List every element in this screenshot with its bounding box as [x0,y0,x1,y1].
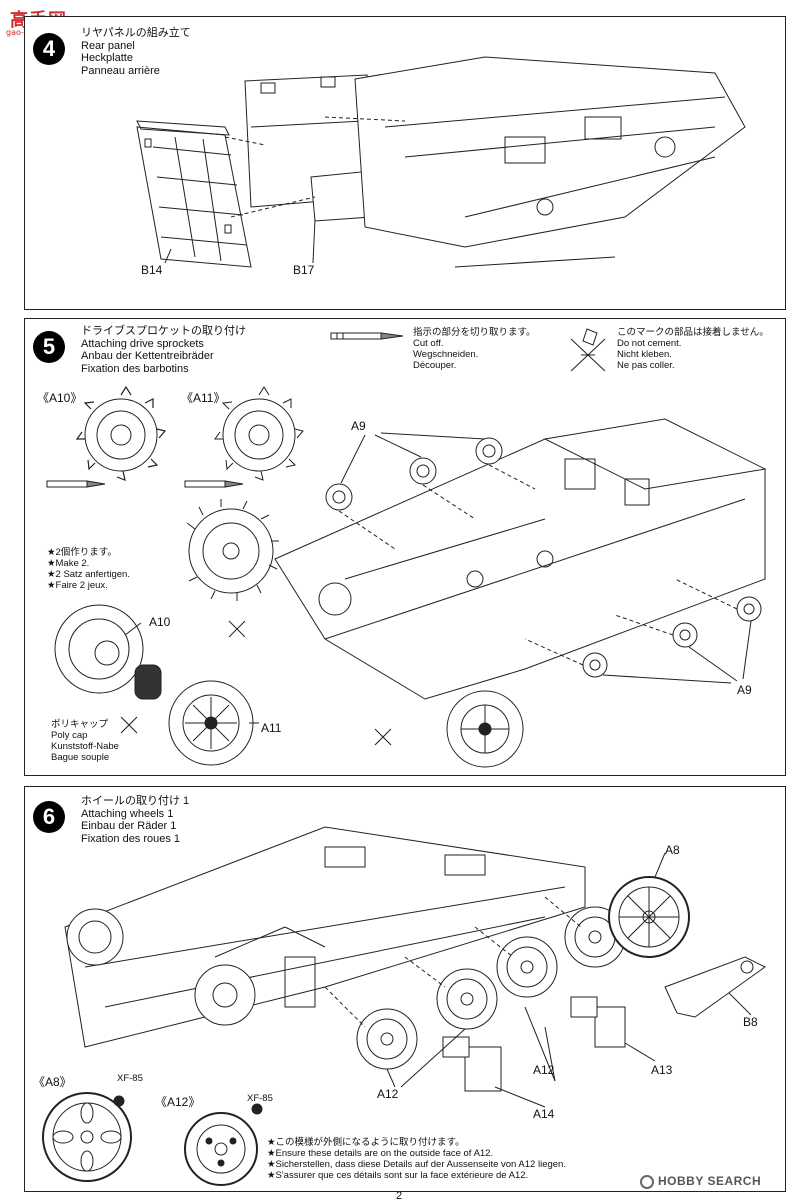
step-title: ホイールの取り付け 1 Attaching wheels 1 Einbau de… [81,795,189,845]
note-en: ★Make 2. [47,558,90,569]
note-en: Cut off. [413,338,444,349]
sprocket-a11-drawing [168,680,254,766]
title-ja: ドライブスプロケットの取り付け [81,325,246,337]
part-label: A14 [533,1107,555,1121]
rear-panel-diagram [136,56,746,268]
road-wheel-a12-drawing [356,906,626,1070]
page-number: 2 [396,1190,403,1202]
title-de: Einbau der Räder 1 [81,820,177,832]
part-b8-drawing [664,956,766,1018]
note-fr: ★S'assurer que ces détails sont sur la f… [267,1170,529,1181]
note-fr: Bague souple [51,752,110,763]
step-number: 6 [33,801,65,833]
variant-a10-label: 《A10》 [37,391,83,405]
title-en: Rear panel [81,39,135,52]
cut-off-note: 指示の部分を切り取ります。 Cut off. Wegschneiden. Déc… [413,327,536,371]
suspension-a14-drawing [442,1036,502,1092]
part-label: A10 [149,615,171,629]
idler-wheel-a8-drawing [608,876,690,958]
note-en: Do not cement. [617,338,682,349]
note-ja: ポリキャップ [51,719,109,730]
no-cement-icon [570,328,606,372]
part-label: A13 [651,1063,673,1077]
title-fr: Fixation des roues 1 [81,832,181,845]
note-fr: Découper. [413,360,457,371]
step-number: 5 [33,331,65,363]
step-title: リヤパネルの組み立て Rear panel Heckplatte Panneau… [81,27,191,77]
part-b17-drawing [244,74,372,222]
variant-a12-label: 《A12》 [155,1095,201,1109]
step-6-panel: 6 ホイールの取り付け 1 Attaching wheels 1 Einbau … [24,786,786,1192]
knife-icon [330,332,404,340]
note-en: Poly cap [51,730,88,741]
sprocket-mounted-drawing [446,690,524,768]
title-fr: Panneau arrière [81,64,160,77]
title-ja: ホイールの取り付け 1 [81,795,190,807]
step-4-panel: 4 リヤパネルの組み立て Rear panel Heckplatte Panne… [24,16,786,310]
part-label: A12 [533,1063,555,1077]
variant-a11-label: 《A11》 [181,391,226,405]
paint-code: XF-85 [117,1073,143,1084]
part-label: B17 [293,263,315,277]
step-number: 4 [33,33,65,65]
detail-note: ★この模様が外側になるように取り付けます。 ★Ensure these deta… [267,1137,566,1181]
note-ja: ★この模様が外側になるように取り付けます。 [267,1137,465,1148]
title-ja: リヤパネルの組み立て [81,27,191,39]
sprocket-assembly-upper [186,499,279,601]
paint-code: XF-85 [247,1093,273,1104]
note-fr: ★Faire 2 jeux. [47,580,108,591]
sprocket-a10-drawing [54,604,144,694]
part-label: B8 [743,1015,758,1029]
note-ja: 指示の部分を切り取ります。 [413,327,536,338]
part-label: A11 [261,721,282,735]
step-5-panel: 5 ドライブスプロケットの取り付け Attaching drive sprock… [24,318,786,776]
suspension-a13-drawing [570,996,626,1048]
part-label: A8 [665,843,680,857]
note-de: Wegschneiden. [413,349,479,360]
part-b14-drawing [136,120,252,268]
no-cement-mark [120,620,392,746]
variant-a8-label: 《A8》 [33,1075,72,1089]
note-en: ★Ensure these details are on the outside… [267,1148,494,1159]
part-label: A12 [377,1087,399,1101]
hobby-search-icon [640,1174,654,1189]
part-a9-caps [325,437,762,678]
title-en: Attaching wheels 1 [81,807,174,820]
sprocket-a11-variant [184,386,304,488]
title-de: Heckplatte [81,52,133,64]
part-label: B14 [141,263,163,277]
part-label: A9 [737,683,752,697]
wheels-diagram [42,826,766,1186]
sprocket-a10-variant [46,385,167,488]
polycap-drawing [134,664,162,700]
hull-chassis-drawing [274,418,767,700]
chassis-drawing [64,826,586,1048]
part-label: A9 [351,419,366,433]
no-cement-note: このマークの部品は接着しません。 Do not cement. Nicht kl… [617,327,769,371]
note-fr: Ne pas coller. [617,360,675,371]
sprocket-diagram [46,385,767,768]
note-de: Nicht kleben. [617,349,672,360]
note-de: ★Sicherstellen, dass diese Details auf d… [267,1159,566,1170]
note-ja: このマークの部品は接着しません。 [617,327,769,338]
title-en: Attaching drive sprockets [81,337,204,350]
note-ja: ★2個作ります。 [47,547,117,558]
variant-a8-wheel [42,1092,132,1182]
step-title: ドライブスプロケットの取り付け Attaching drive sprocket… [81,325,246,375]
note-de: Kunststoff-Nabe [51,741,119,752]
title-de: Anbau der Kettentreibräder [81,350,214,362]
note-de: ★2 Satz anfertigen. [47,569,130,580]
polycap-note: ポリキャップ Poly cap Kunststoff-Nabe Bague so… [51,719,119,763]
variant-a12-wheel [184,1103,263,1186]
title-fr: Fixation des barbotins [81,362,189,375]
hull-drawing [354,56,746,268]
make-two-note: ★2個作ります。 ★Make 2. ★2 Satz anfertigen. ★F… [47,547,130,591]
brand-text: HOBBY SEARCH [658,1174,762,1188]
hobby-search-logo: HOBBY SEARCH [640,1174,761,1189]
